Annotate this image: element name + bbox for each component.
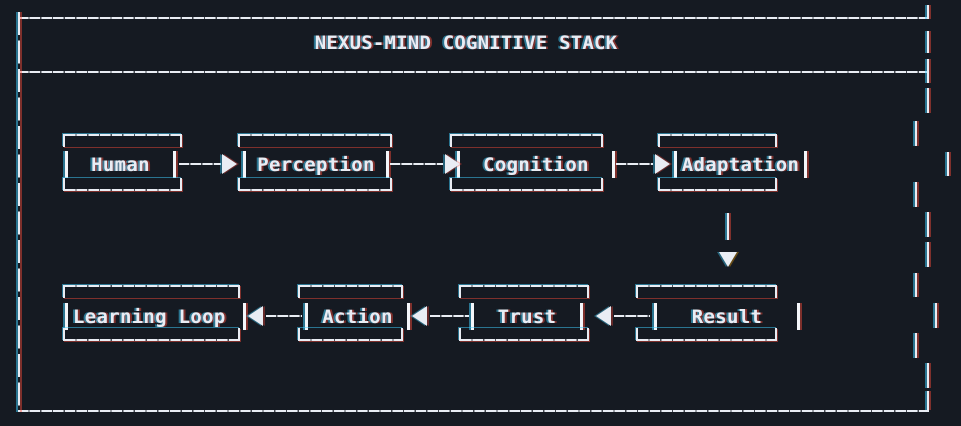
box-border <box>450 178 603 191</box>
box-border <box>63 285 240 298</box>
box-border <box>298 285 403 298</box>
box-border <box>658 134 777 147</box>
arrow-right-icon <box>222 154 237 174</box>
frame-border-bottom <box>18 410 929 412</box>
arrow-right-icon <box>445 154 460 174</box>
arrow-shaft <box>616 163 653 165</box>
box-border <box>459 328 589 341</box>
arrow-down-icon <box>719 252 737 267</box>
box-border <box>238 134 392 147</box>
frame-border-top <box>18 17 929 19</box>
title-separator-line <box>18 71 929 73</box>
box-border <box>63 328 240 341</box>
arrow-shaft <box>430 315 469 317</box>
node-label: Trust <box>497 305 557 328</box>
node-label: Cognition <box>483 153 589 176</box>
arrow-left-icon <box>248 306 263 326</box>
node-label: Result <box>691 305 763 328</box>
arrow-right-icon <box>655 154 670 174</box>
arrow-shaft <box>614 315 650 317</box>
box-border <box>636 285 777 298</box>
node-label: Perception <box>257 153 375 176</box>
arrow-shaft <box>179 163 221 165</box>
arrow-left-icon <box>412 306 427 326</box>
arrow-shaft <box>390 163 443 165</box>
box-border <box>63 134 182 147</box>
arrow-shaft <box>266 315 302 317</box>
arrow-shaft <box>727 213 729 240</box>
box-border <box>238 178 392 191</box>
page-title: NEXUS-MIND COGNITIVE STACK <box>314 32 618 54</box>
box-border <box>63 178 182 191</box>
box-border <box>459 285 589 298</box>
node-label: Human <box>91 153 150 176</box>
box-border <box>636 328 777 341</box>
box-border <box>450 134 603 147</box>
node-label: Action <box>322 305 393 328</box>
node-label: Adaptation <box>681 153 800 176</box>
frame-border-left <box>18 12 20 412</box>
node-label: Learning Loop <box>73 305 226 328</box>
box-border <box>658 178 777 191</box>
box-border <box>298 328 403 341</box>
arrow-left-icon <box>596 306 611 326</box>
